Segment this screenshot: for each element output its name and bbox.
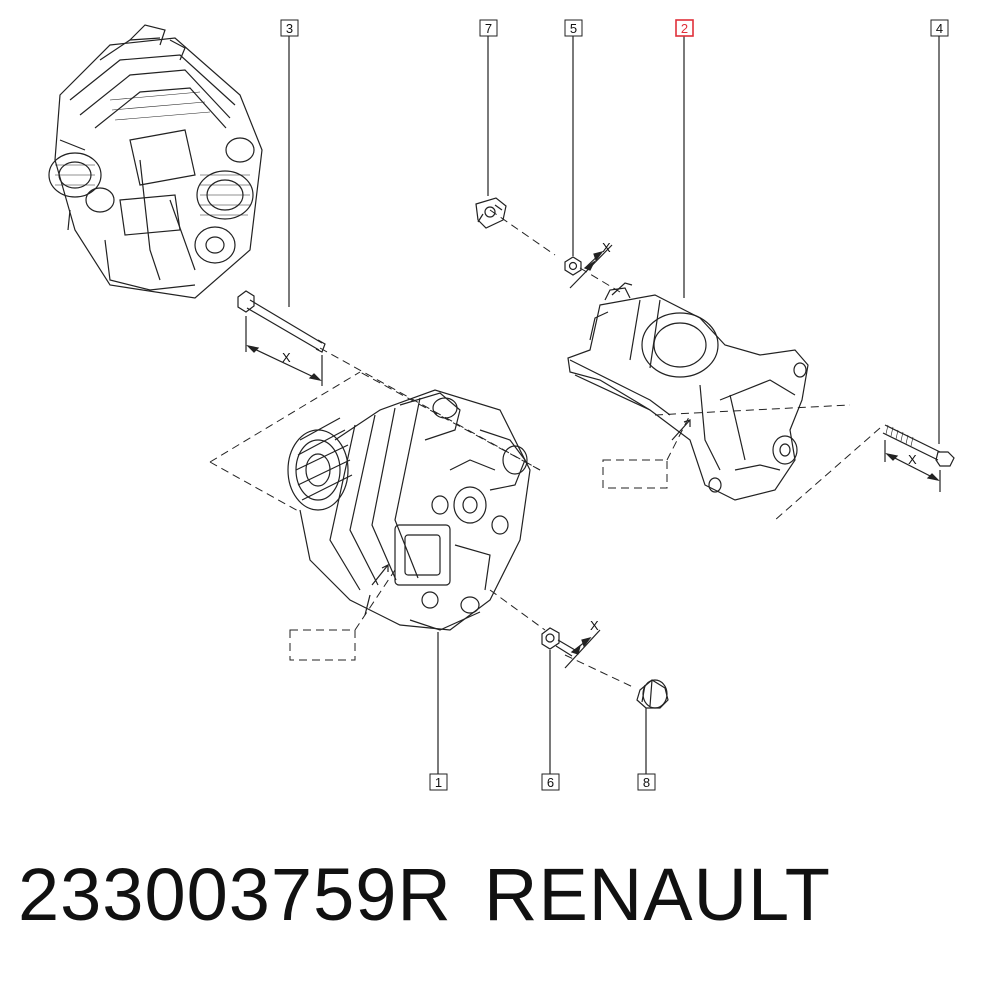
callout-5-label: 5 — [570, 21, 577, 36]
callout-1-label: 1 — [435, 775, 442, 790]
callout-5: 5 — [564, 19, 583, 37]
callout-8-box — [637, 773, 656, 791]
callout-2-label: 2 — [681, 21, 688, 36]
bolt-4-illustration — [882, 424, 955, 467]
dimension-x-bolt-4 — [884, 440, 941, 492]
callout-1: 1 — [429, 773, 448, 791]
starter-illustration — [567, 282, 809, 501]
bolt-3-illustration — [237, 290, 326, 353]
callout-5-box — [564, 19, 583, 37]
callout-4-label: 4 — [936, 21, 943, 36]
dimension-label-bolt-4: X — [908, 452, 917, 467]
callout-2-box — [675, 19, 694, 37]
dimension-x-nut-6 — [564, 629, 601, 669]
callout-7: 7 — [479, 19, 498, 37]
callout-4-box — [930, 19, 949, 37]
engine-illustration — [48, 24, 263, 299]
dimension-label-nut-5: X — [602, 240, 611, 255]
callout-7-label: 7 — [485, 21, 492, 36]
nut-6-illustration — [541, 627, 576, 657]
brand-name: RENAULT — [484, 853, 831, 936]
dimension-x-bolt-3 — [245, 316, 323, 386]
callout-7-box — [479, 19, 498, 37]
callout-6-label: 6 — [547, 775, 554, 790]
callout-3-label: 3 — [286, 21, 293, 36]
callout-8-label: 8 — [643, 775, 650, 790]
callout-8: 8 — [637, 773, 656, 791]
callout-4: 4 — [930, 19, 949, 37]
direction-arrows — [371, 419, 691, 586]
nut-5-illustration — [564, 256, 582, 276]
callout-6-box — [541, 773, 560, 791]
leader-lines — [288, 36, 940, 774]
callout-1-box — [429, 773, 448, 791]
dimension-label-bolt-3: X — [282, 350, 291, 365]
alternator-illustration — [287, 389, 531, 631]
dimension-x-nut-5 — [569, 244, 613, 289]
clip-7-illustration — [475, 197, 507, 229]
cap-8-illustration — [636, 679, 669, 709]
callout-6: 6 — [541, 773, 560, 791]
assembly-lines — [209, 209, 881, 689]
callout-2: 2 — [675, 19, 694, 37]
callout-3: 3 — [280, 19, 299, 37]
callout-3-box — [280, 19, 299, 37]
dimension-label-nut-6: X — [590, 618, 599, 633]
part-number: 233003759R — [18, 853, 452, 936]
